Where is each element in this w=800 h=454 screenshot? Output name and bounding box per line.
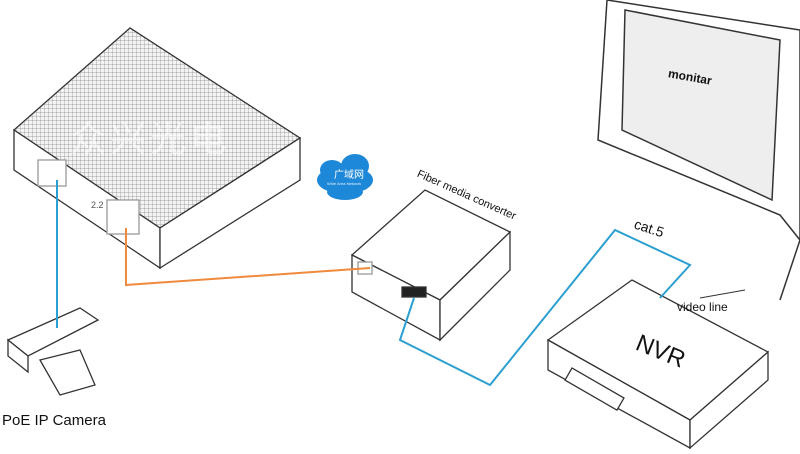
ethernet-cable-nvr (398, 228, 692, 387)
port-label: 2.2 (91, 200, 104, 210)
wan-cloud-icon (317, 154, 373, 200)
monitor (597, 0, 800, 301)
fiber-media-converter (350, 189, 512, 342)
cloud-label-cn: 广域网 (334, 170, 364, 181)
poe-switch (12, 27, 302, 270)
video-line (699, 289, 746, 299)
watermark: 众兴光电 (70, 118, 231, 159)
cloud-label-en: Wide Area Network (327, 181, 362, 186)
nvr (546, 279, 770, 450)
video-line-label: video line (677, 300, 728, 314)
fiber-cable (125, 228, 371, 287)
ip-camera (6, 307, 100, 396)
camera-label: PoE IP Camera (2, 412, 106, 429)
